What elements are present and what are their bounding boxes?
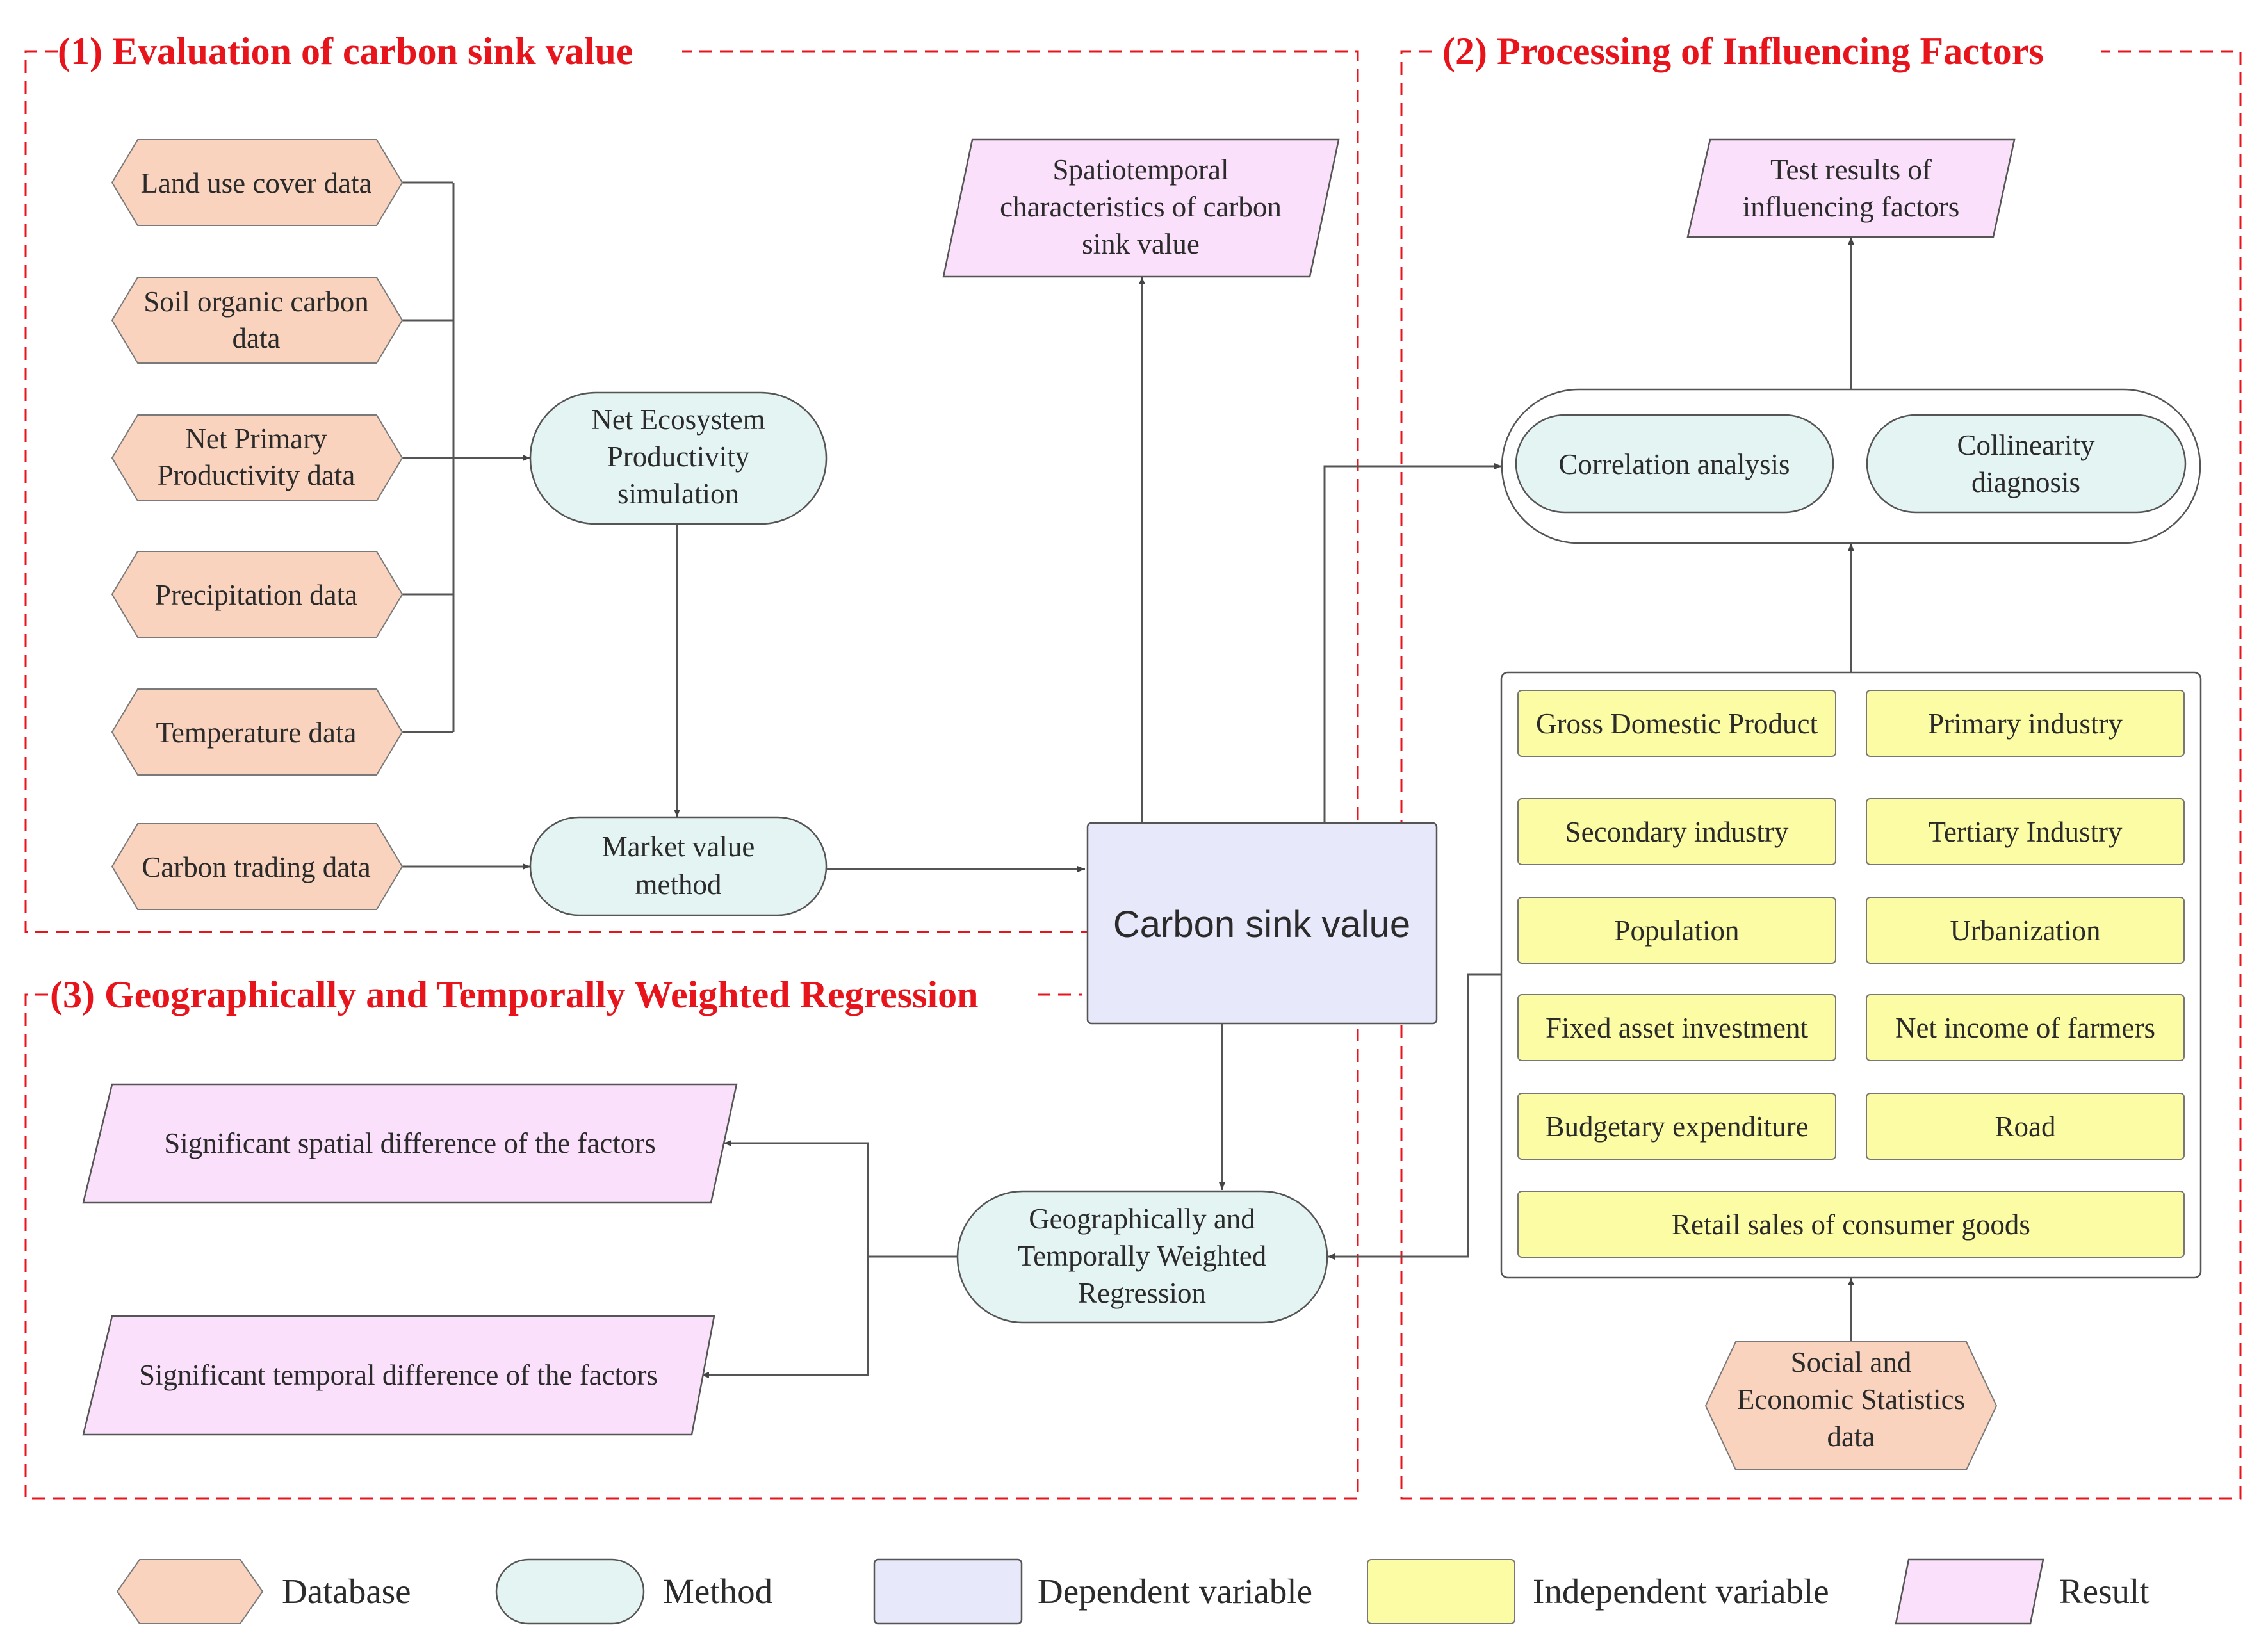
legend-dependent-label: Dependent variable [1038,1572,1312,1611]
database-precipitation: Precipitation data [111,551,404,638]
section-1-frame [24,50,1359,933]
independent-urbanization-label: Urbanization [1950,915,2101,947]
database-carbon-trading: Carbon trading data [111,823,404,910]
result-test-label-line1: Test results of [1770,154,1932,186]
method-market-label-line1: Market value [602,831,755,863]
section-2-frame [1400,50,2242,1500]
independent-population-label: Population [1614,915,1739,947]
independent-retail-label: Retail sales of consumer goods [1672,1209,2030,1241]
result-spatio-label-line3: sink value [1082,228,1200,260]
independent-variables-group: Gross Domestic Product Primary industry … [1500,671,2202,1279]
method-gtwr: Geographically and Temporally Weighted R… [956,1190,1328,1324]
independent-budgetary-expenditure: Budgetary expenditure [1517,1093,1836,1160]
section-3-title: (3) Geographically and Temporally Weight… [50,973,979,1016]
method-nep-simulation: Net Ecosystem Productivity simulation [529,391,828,525]
independent-primary-industry: Primary industry [1866,690,2185,757]
database-temperature: Temperature data [111,688,404,776]
database-social-economic: Social and Economic Statistics data [1704,1341,1998,1470]
legend-method: Method [495,1558,772,1625]
methods-capsule-group: Correlation analysis Collinearity diagno… [1501,388,2201,544]
independent-urbanization: Urbanization [1866,897,2185,964]
independent-tertiary-industry: Tertiary Industry [1866,798,2185,865]
method-collinearity-diagnosis: Collinearity diagnosis [1866,414,2187,514]
carbon-sink-label: Carbon sink value [1113,904,1410,945]
legend-independent-label: Independent variable [1533,1572,1829,1611]
independent-road-label: Road [1995,1111,2056,1143]
connectors [402,181,1854,1378]
database-land-use: Land use cover data [111,139,404,226]
method-market-value: Market value method [529,816,828,916]
result-spatio-label-line2: characteristics of carbon [1000,191,1282,223]
database-carbon-trading-label: Carbon trading data [142,851,370,883]
result-spatial-difference-label: Significant spatial difference of the fa… [164,1127,656,1159]
method-gtwr-label-line3: Regression [1078,1277,1206,1309]
legend: Database Method Dependent variable Indep… [116,1558,2150,1625]
legend-database-label: Database [282,1572,411,1611]
independent-net-income-farmers: Net income of farmers [1866,994,2185,1061]
database-npp-label-line2: Productivity data [158,459,355,491]
independent-secondary-label: Secondary industry [1565,816,1789,848]
independent-net-income-label: Net income of farmers [1895,1012,2155,1044]
database-social-label-line3: data [1827,1421,1875,1453]
method-market-label-line2: method [635,868,722,900]
database-temperature-label: Temperature data [156,717,357,749]
result-spatio-label-line1: Spatiotemporal [1053,154,1229,186]
method-collinearity-label-line2: diagnosis [1971,466,2080,498]
independent-retail-sales: Retail sales of consumer goods [1517,1191,2185,1258]
result-test-influencing-factors: Test results of influencing factors [1686,138,2016,238]
result-temporal-difference: Significant temporal difference of the f… [82,1315,715,1436]
legend-result: Result [1895,1558,2150,1625]
result-temporal-difference-label: Significant temporal difference of the f… [139,1359,658,1391]
method-gtwr-label-line2: Temporally Weighted [1018,1240,1267,1272]
independent-road: Road [1866,1093,2185,1160]
legend-independent: Independent variable [1367,1559,1829,1624]
database-soil-organic-carbon: Soil organic carbon data [111,277,404,364]
independent-secondary-industry: Secondary industry [1517,798,1836,865]
legend-dependent: Dependent variable [873,1558,1312,1625]
legend-method-label: Method [663,1572,772,1611]
independent-primary-label: Primary industry [1928,708,2123,740]
method-nep-label-line1: Net Ecosystem [591,403,765,436]
legend-database: Database [116,1559,411,1624]
database-land-use-label: Land use cover data [140,167,371,199]
database-social-label-line1: Social and [1791,1346,1912,1378]
method-nep-label-line2: Productivity [607,441,750,473]
independent-budgetary-label: Budgetary expenditure [1545,1111,1808,1143]
section-3-frame [24,941,1359,1500]
database-social-label-line2: Economic Statistics [1737,1383,1965,1415]
result-test-label-line2: influencing factors [1743,191,1960,223]
independent-gdp-label: Gross Domestic Product [1536,708,1818,740]
method-nep-label-line3: simulation [617,478,739,510]
result-spatial-difference: Significant spatial difference of the fa… [82,1083,738,1204]
section-2-title: (2) Processing of Influencing Factors [1442,30,2044,72]
database-precipitation-label: Precipitation data [155,579,357,611]
independent-population: Population [1517,897,1836,964]
database-soil-label-line2: data [233,322,281,354]
database-npp: Net Primary Productivity data [111,414,404,501]
result-spatiotemporal-characteristics: Spatiotemporal characteristics of carbon… [942,138,1340,278]
database-npp-label-line1: Net Primary [185,423,327,455]
method-gtwr-label-line1: Geographically and [1029,1203,1255,1235]
method-correlation-analysis: Correlation analysis [1515,414,1834,514]
independent-fixed-asset-investment: Fixed asset investment [1517,994,1836,1061]
method-collinearity-label-line1: Collinearity [1957,429,2095,461]
independent-gdp: Gross Domestic Product [1517,690,1836,757]
database-soil-label-line1: Soil organic carbon [143,286,369,318]
legend-result-label: Result [2059,1572,2150,1611]
dependent-carbon-sink-value: Carbon sink value [1086,822,1438,1025]
section-1-title: (1) Evaluation of carbon sink value [58,30,633,72]
method-correlation-label: Correlation analysis [1558,448,1790,480]
independent-fixed-asset-label: Fixed asset investment [1546,1012,1808,1044]
independent-tertiary-label: Tertiary Industry [1928,816,2123,848]
